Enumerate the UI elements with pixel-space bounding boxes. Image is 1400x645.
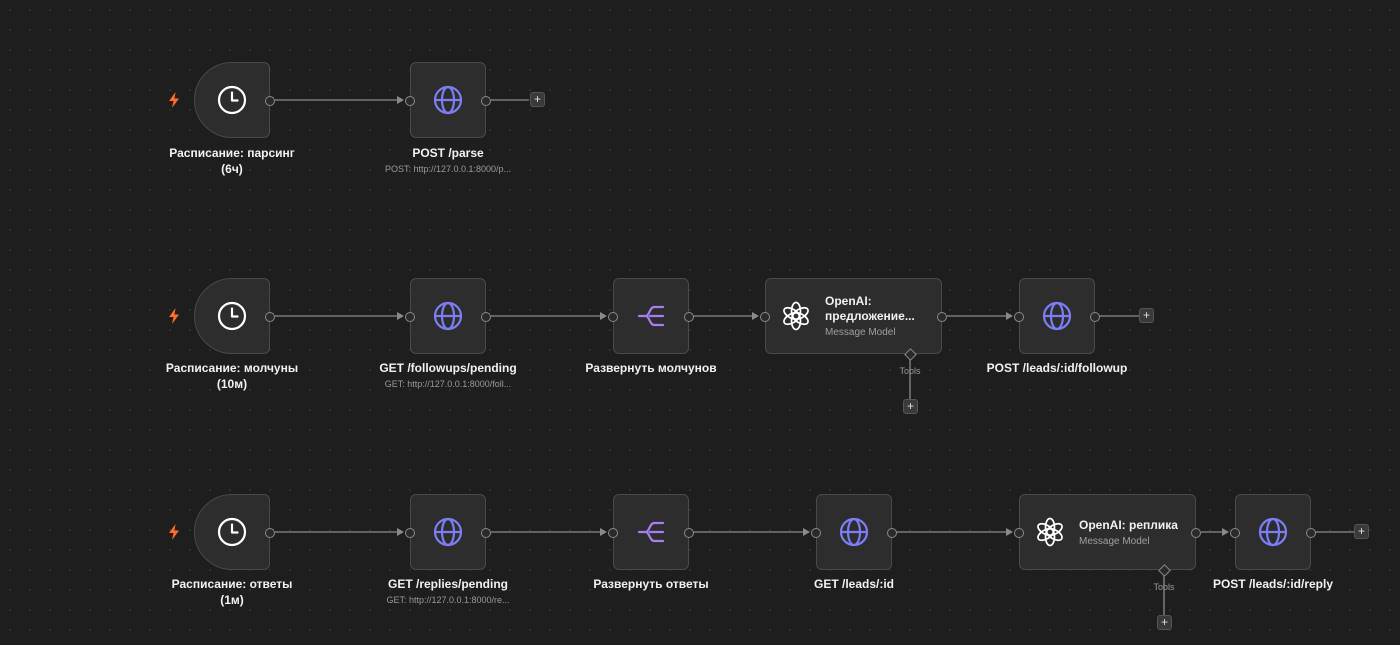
openai-suggestion-node[interactable]: OpenAI:предложение... Message Model [760, 278, 947, 354]
globe-icon [432, 84, 464, 116]
tools-label: Tools [1153, 582, 1175, 592]
arrow-head [752, 312, 759, 320]
openai-reply-node[interactable]: OpenAI: реплика Message Model [1014, 494, 1201, 570]
node-title: OpenAI:предложение... [825, 294, 915, 323]
output-port[interactable] [887, 528, 897, 538]
node-title: POST /parse [412, 146, 484, 160]
clock-icon [216, 84, 248, 116]
input-port[interactable] [405, 96, 415, 106]
arrow-head [1006, 312, 1013, 320]
node-title: Расписание: молчуны(10м) [165, 361, 299, 391]
add-node-button[interactable]: + [1354, 524, 1369, 539]
openai-icon [1034, 516, 1066, 548]
http-request-followup-node[interactable] [1014, 278, 1100, 354]
output-port[interactable] [481, 528, 491, 538]
input-port[interactable] [405, 312, 415, 322]
node-text: OpenAI: реплика Message Model [1079, 518, 1178, 547]
schedule-trigger-silent-node[interactable] [194, 278, 275, 354]
node-subtitle: GET: http://127.0.0.1:8000/re... [386, 595, 510, 605]
arrow-head [1006, 528, 1013, 536]
input-port[interactable] [1014, 528, 1024, 538]
arrow-head [600, 528, 607, 536]
node-subtitle: Message Model [1079, 535, 1150, 547]
input-port[interactable] [608, 312, 618, 322]
http-request-replies-node[interactable] [405, 494, 491, 570]
node-title: POST /leads/:id/followup [986, 361, 1128, 375]
node-title: GET /replies/pending [387, 577, 509, 591]
split-out-silent-node[interactable] [608, 278, 694, 354]
split-out-icon [635, 516, 667, 548]
output-port[interactable] [481, 312, 491, 322]
node-subtitle: GET: http://127.0.0.1:8000/foll... [384, 379, 512, 389]
clock-icon [216, 516, 248, 548]
input-port[interactable] [1230, 528, 1240, 538]
tools-label: Tools [899, 366, 921, 376]
input-port[interactable] [405, 528, 415, 538]
arrow-head [600, 312, 607, 320]
bolt-icon [168, 524, 180, 540]
http-request-lead-node[interactable] [811, 494, 897, 570]
globe-icon [432, 516, 464, 548]
add-node-button[interactable]: + [1139, 308, 1154, 323]
schedule-trigger-parsing-node[interactable] [194, 62, 275, 138]
output-port[interactable] [937, 312, 947, 322]
output-port[interactable] [1090, 312, 1100, 322]
input-port[interactable] [760, 312, 770, 322]
node-title: OpenAI: реплика [1079, 517, 1178, 532]
node-title: Развернуть ответы [593, 577, 709, 591]
output-port[interactable] [265, 312, 275, 322]
globe-icon [1257, 516, 1289, 548]
output-port[interactable] [265, 528, 275, 538]
http-request-followups-node[interactable] [405, 278, 491, 354]
split-out-icon [635, 300, 667, 332]
node-title: GET /leads/:id [813, 577, 894, 591]
node-title: Расписание: парсинг(6ч) [169, 146, 295, 176]
input-port[interactable] [1014, 312, 1024, 322]
globe-icon [1041, 300, 1073, 332]
add-tool-button[interactable]: + [903, 399, 918, 414]
arrow-head [397, 312, 404, 320]
node-title: Развернуть молчунов [585, 361, 717, 375]
split-out-replies-node[interactable] [608, 494, 694, 570]
arrow-head [397, 96, 404, 104]
input-port[interactable] [811, 528, 821, 538]
arrow-head [803, 528, 810, 536]
arrow-head [1222, 528, 1229, 536]
output-port[interactable] [265, 96, 275, 106]
http-request-parse-node[interactable] [405, 62, 491, 138]
bolt-icon [168, 308, 180, 324]
output-port[interactable] [1191, 528, 1201, 538]
node-text: OpenAI:предложение... Message Model [825, 294, 915, 338]
schedule-trigger-replies-node[interactable] [194, 494, 275, 570]
output-port[interactable] [684, 312, 694, 322]
http-request-reply-node[interactable] [1230, 494, 1316, 570]
node-title: POST /leads/:id/reply [1212, 577, 1334, 591]
add-node-button[interactable]: + [530, 92, 545, 107]
node-subtitle: POST: http://127.0.0.1:8000/p... [384, 164, 512, 174]
output-port[interactable] [1306, 528, 1316, 538]
output-port[interactable] [481, 96, 491, 106]
arrow-head [397, 528, 404, 536]
output-port[interactable] [684, 528, 694, 538]
add-tool-button[interactable]: + [1157, 615, 1172, 630]
globe-icon [838, 516, 870, 548]
node-subtitle: Message Model [825, 327, 896, 338]
bolt-icon [168, 92, 180, 108]
openai-icon [780, 300, 812, 332]
node-title: Расписание: ответы(1м) [171, 577, 293, 607]
globe-icon [432, 300, 464, 332]
input-port[interactable] [608, 528, 618, 538]
clock-icon [216, 300, 248, 332]
node-title: GET /followups/pending [379, 361, 517, 375]
